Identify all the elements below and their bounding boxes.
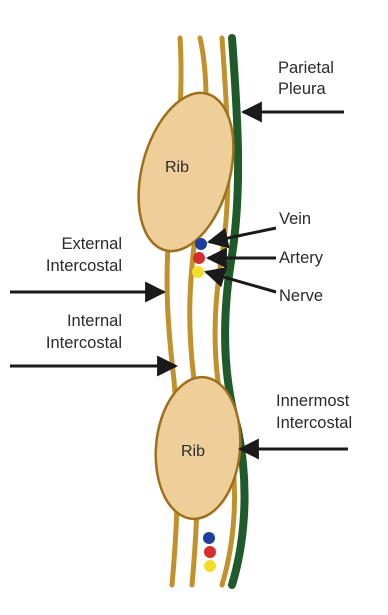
external-intercostal-label-line1: External <box>61 235 122 253</box>
rib-top: Rib <box>123 82 250 261</box>
vein-arrow <box>209 228 276 242</box>
nerve-dot-bottom <box>204 560 216 572</box>
parietal-pleura-label-line1: Parietal <box>278 59 334 77</box>
external-intercostal-label-line2: Intercostal <box>46 257 122 275</box>
internal-intercostal-label-line2: Intercostal <box>46 334 122 352</box>
internal-intercostal-label-line1: Internal <box>67 312 122 330</box>
vein-dot-top <box>195 238 207 250</box>
innermost-intercostal-label-line1: Innermost <box>276 392 350 410</box>
artery-dot-bottom <box>204 546 216 558</box>
parietal-pleura-label-line2: Pleura <box>278 80 327 98</box>
artery-dot-top <box>193 252 205 264</box>
rib-top-label: Rib <box>165 159 189 176</box>
rib-bottom-label: Rib <box>181 443 205 460</box>
vein-label: Vein <box>279 210 311 228</box>
nerve-label: Nerve <box>279 287 323 305</box>
nerve-dot-top <box>192 266 204 278</box>
innermost-intercostal-label-line2: Intercostal <box>276 414 352 432</box>
vein-dot-bottom <box>203 532 215 544</box>
artery-label: Artery <box>279 249 324 267</box>
